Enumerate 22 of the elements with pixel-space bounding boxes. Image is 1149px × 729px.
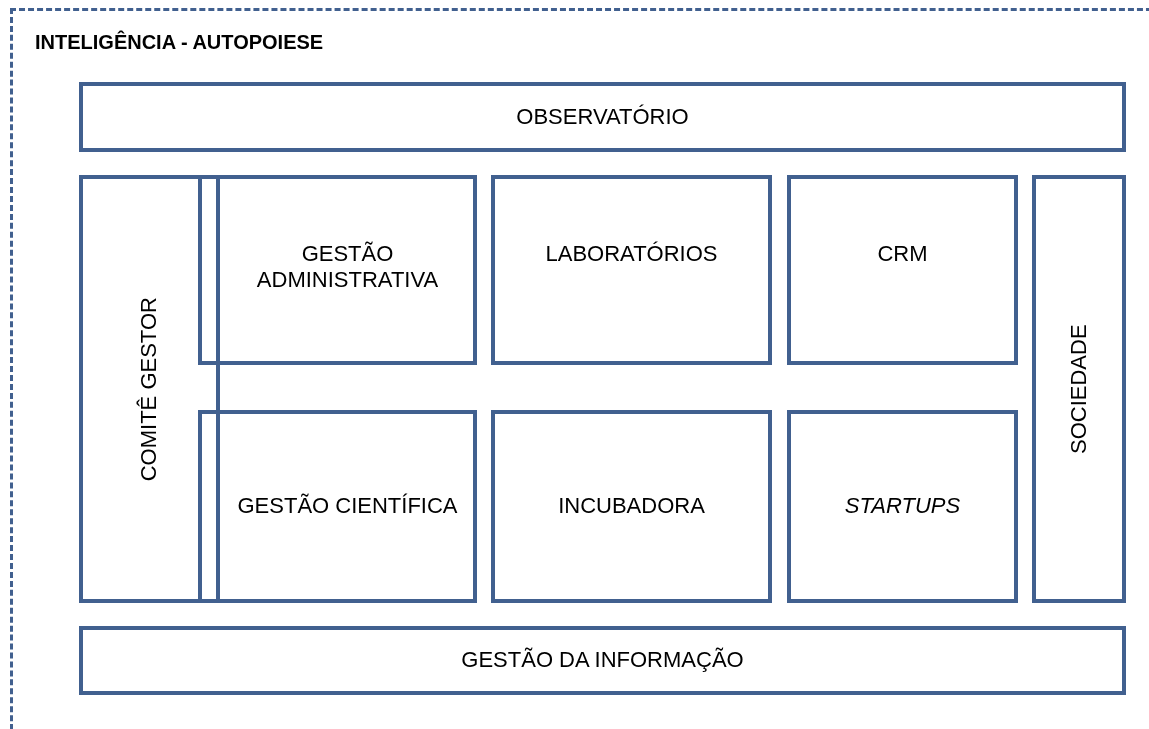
box-label: GESTÃO CIENTÍFICA xyxy=(237,493,458,520)
box-label: INCUBADORA xyxy=(558,493,705,520)
box xyxy=(787,410,1018,603)
box-label: CRM xyxy=(877,241,928,268)
dashed-region xyxy=(10,8,1149,729)
box xyxy=(491,175,772,365)
box xyxy=(79,626,1126,695)
box xyxy=(787,175,1018,365)
box-label: SOCIEDADE xyxy=(1065,324,1092,454)
box-label: GESTÃO ADMINISTRATIVA xyxy=(255,241,440,294)
box xyxy=(79,82,1126,152)
box xyxy=(198,175,477,365)
box xyxy=(1032,175,1126,603)
box-label: COMITÊ GESTOR xyxy=(136,296,163,482)
region-title: INTELIGÊNCIA - AUTOPOIESE xyxy=(35,31,324,54)
box-label: STARTUPS xyxy=(844,493,961,520)
box xyxy=(491,410,772,603)
box xyxy=(198,410,477,603)
box-label: LABORATÓRIOS xyxy=(545,241,718,268)
box-label: OBSERVATÓRIO xyxy=(516,103,689,131)
box-label: GESTÃO DA INFORMAÇÃO xyxy=(461,647,744,674)
box xyxy=(79,175,220,603)
